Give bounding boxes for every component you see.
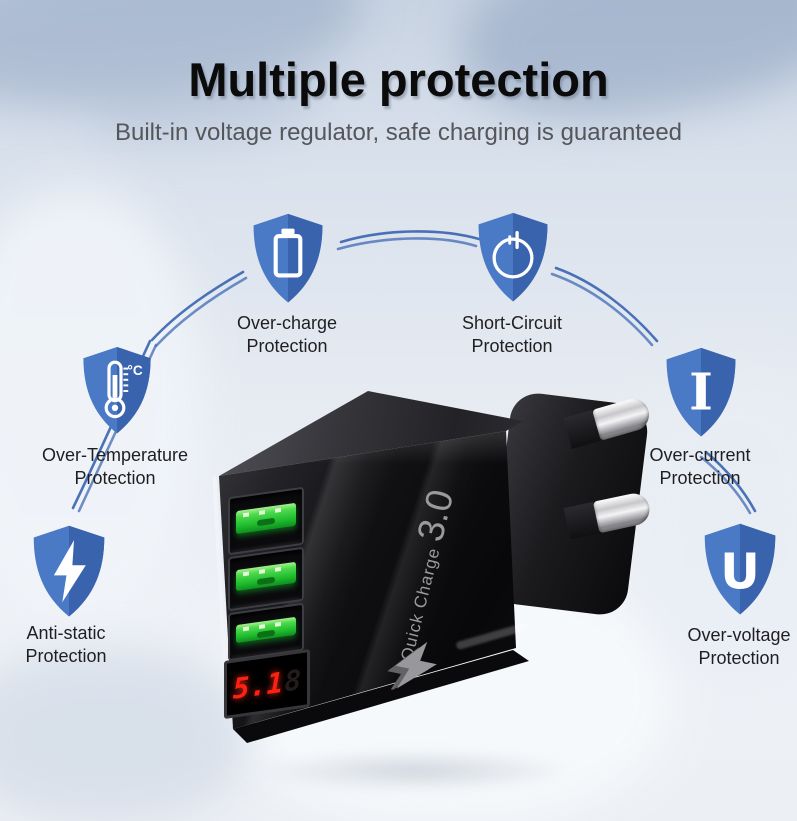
svg-text:U: U (720, 544, 760, 600)
led-digits: 5.1 (232, 665, 284, 706)
shield-thermometer-icon: °C (83, 347, 151, 434)
usb-port (228, 546, 304, 612)
usb-tongue (235, 616, 297, 644)
shield-lightning-icon (33, 525, 105, 617)
shield-power-icon (478, 212, 548, 302)
shield-current-icon: I (666, 347, 736, 437)
feature-label-over-temperature: Over-Temperature Protection (41, 445, 189, 488)
led-voltage-display: 5.1 8 (224, 648, 310, 720)
lightning-bolt-icon (387, 641, 437, 692)
led-ghost-digit: 8 (284, 662, 302, 699)
charger-shadow (250, 750, 580, 792)
svg-text:I: I (689, 361, 713, 421)
page-subtitle: Built-in voltage regulator, safe chargin… (114, 119, 683, 146)
usb-contacts (243, 507, 286, 518)
usb-tongue (235, 561, 297, 592)
usb-slot (256, 576, 275, 585)
feature-label-over-current: Over-current Protection (649, 445, 751, 488)
usb-port (228, 486, 304, 556)
usb-tongue (235, 502, 297, 534)
feature-label-over-voltage: Over-voltage Protection (687, 625, 791, 668)
shield-battery-icon (253, 213, 323, 303)
background-streak (0, 650, 250, 820)
usb-contacts (243, 620, 286, 631)
feature-label-over-charge: Over-charge Protection (236, 313, 338, 356)
feature-label-short-circuit: Short-Circuit Protection (461, 313, 563, 356)
svg-text:°C: °C (127, 363, 142, 378)
feature-label-anti-static: Anti-static Protection (25, 623, 107, 666)
usb-slot (256, 629, 275, 638)
usb-contacts (243, 566, 286, 577)
usb-slot (256, 518, 275, 527)
page-title: Multiple protection (188, 53, 609, 106)
shield-voltage-icon: U (704, 523, 776, 615)
